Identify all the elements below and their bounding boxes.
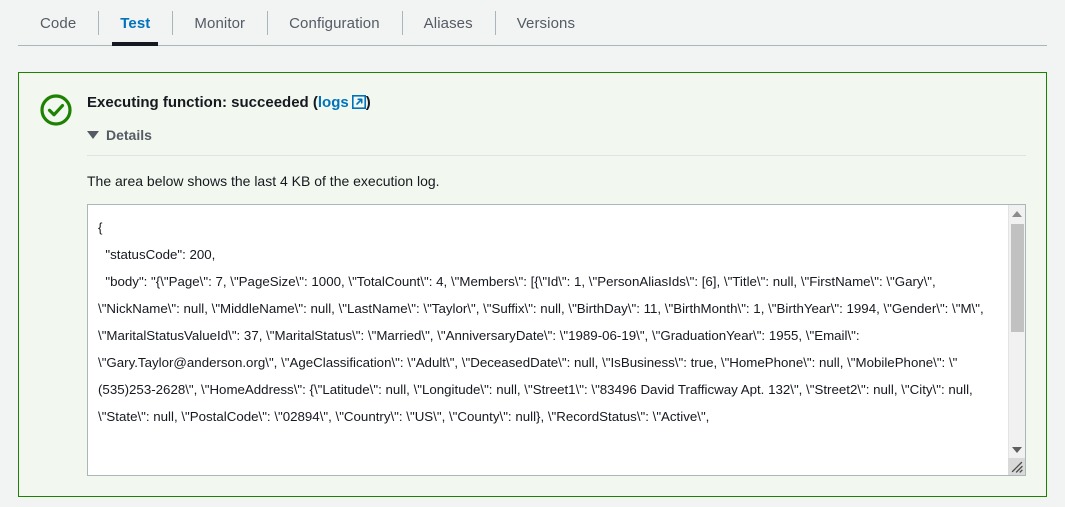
- execution-status-heading: Executing function: succeeded (logs ): [87, 93, 1026, 115]
- tab-code[interactable]: Code: [18, 0, 98, 46]
- tab-label: Configuration: [289, 14, 380, 32]
- success-check-circle-icon: [39, 93, 73, 127]
- details-toggle[interactable]: Details: [87, 127, 152, 143]
- resize-grip-icon[interactable]: [1008, 458, 1025, 475]
- execution-log-text[interactable]: { "statusCode": 200, "body": "{\"Page\":…: [98, 220, 984, 424]
- execution-result-body: Executing function: succeeded (logs ) De…: [87, 91, 1026, 476]
- execution-result-wrapper: Executing function: succeeded (logs ) De…: [0, 46, 1065, 497]
- execution-status-suffix: ): [365, 94, 371, 111]
- scrollbar-thumb[interactable]: [1011, 224, 1024, 332]
- logs-link-label: logs: [317, 94, 349, 111]
- external-link-icon: [351, 95, 366, 115]
- log-scrollbar[interactable]: [1008, 205, 1025, 475]
- tab-monitor[interactable]: Monitor: [172, 0, 267, 46]
- tab-aliases[interactable]: Aliases: [401, 0, 495, 46]
- tab-label: Aliases: [423, 14, 473, 32]
- tab-label: Code: [40, 14, 77, 32]
- scroll-down-arrow-icon[interactable]: [1009, 441, 1025, 458]
- execution-status-text: Executing function: succeeded (: [87, 94, 318, 111]
- details-toggle-label: Details: [106, 127, 152, 143]
- tab-versions[interactable]: Versions: [494, 0, 597, 46]
- details-divider: [87, 155, 1026, 156]
- execution-result-panel: Executing function: succeeded (logs ) De…: [18, 72, 1047, 497]
- tab-test[interactable]: Test: [98, 0, 172, 46]
- tab-label: Monitor: [194, 14, 246, 32]
- caret-down-icon: [87, 131, 99, 139]
- tab-label: Versions: [516, 14, 576, 32]
- tab-configuration[interactable]: Configuration: [267, 0, 402, 46]
- scroll-up-arrow-icon[interactable]: [1009, 205, 1025, 222]
- tab-label: Test: [120, 14, 151, 32]
- function-tabs: Code Test Monitor Configuration Aliases …: [0, 0, 1065, 46]
- log-hint-text: The area below shows the last 4 KB of th…: [87, 173, 440, 189]
- logs-link[interactable]: logs: [318, 94, 366, 111]
- execution-log-area[interactable]: { "statusCode": 200, "body": "{\"Page\":…: [87, 204, 1026, 476]
